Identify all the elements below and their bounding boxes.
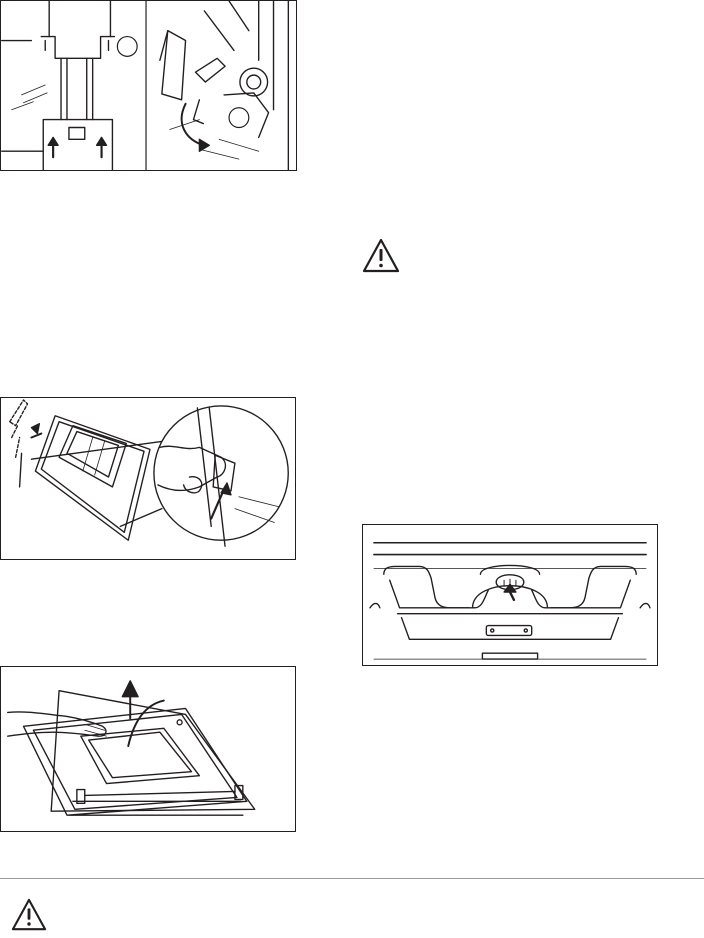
hinge-left-panel <box>2 1 137 170</box>
footer-divider <box>0 878 704 879</box>
warning-triangle-icon <box>10 897 48 933</box>
oven-door-lift-illustration <box>0 666 296 832</box>
door-glass-panel-removal-illustration <box>0 397 296 560</box>
warning-triangle-icon <box>361 237 401 275</box>
oven-door-hinge-illustration <box>0 0 297 171</box>
hinge-right-panel <box>160 1 288 170</box>
oven-heating-element-lamp-illustration <box>362 524 658 666</box>
